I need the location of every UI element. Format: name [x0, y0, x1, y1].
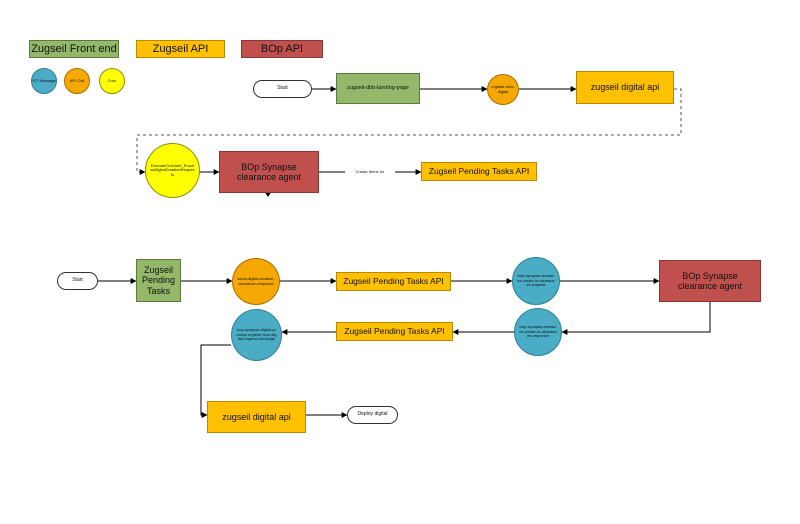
flow2-pending-tasks: Zugseil Pending Tasks	[136, 259, 181, 302]
legend-api: Zugseil API	[136, 40, 225, 58]
flow2-request-message: bop.synapse.clearance.create-in-clearanc…	[512, 257, 560, 305]
flow1-pending-api: Zugseil Pending Tasks API	[421, 162, 537, 181]
flow2-digital-api: zugseil digital api	[207, 401, 306, 433]
legend-api-call: API Call	[64, 68, 90, 94]
flow1-landing-page: zugseil-dbb-landing-page	[336, 73, 420, 104]
legend-cron: Cron	[99, 68, 125, 94]
legend-bop: BOp API	[241, 40, 323, 58]
flow1-create-items-label: Create Items for	[345, 168, 395, 176]
flow2-deploy: Deploy digital	[347, 406, 398, 424]
flow1-cron: ExecuteCronJob/_ProcessDigitalCreationRe…	[145, 143, 200, 198]
flow2-pending-api-2: Zugseil Pending Tasks API	[336, 322, 453, 341]
flow1-register-call: register-new-digital	[487, 74, 519, 105]
flow1-start: Start	[253, 80, 312, 98]
legend-sit-message: SIT Message	[31, 68, 57, 94]
legend-frontend: Zugseil Front end	[29, 40, 119, 58]
arrow-digital-api-to-cron	[136, 88, 682, 175]
flow2-send-call: send-digital-creation-clearance-response	[232, 258, 280, 305]
flow1-digital-api: zugseil digital api	[576, 71, 674, 104]
arrow-synapse-to-response-msg	[561, 302, 711, 335]
flow2-synapse: BOp Synapse clearance agent	[659, 260, 761, 302]
arrow-register-msg-to-digital-api	[200, 344, 231, 418]
flow2-pending-api-1: Zugseil Pending Tasks API	[336, 272, 451, 291]
flow2-register-message: bop.synapse.digital.process.register-new…	[231, 309, 282, 361]
flow2-response-message: bop.synapse.clearance.create-in-clearanc…	[514, 308, 562, 356]
flow2-start: Start	[57, 272, 98, 290]
flow1-synapse: BOp Synapse clearance agent	[219, 151, 319, 193]
